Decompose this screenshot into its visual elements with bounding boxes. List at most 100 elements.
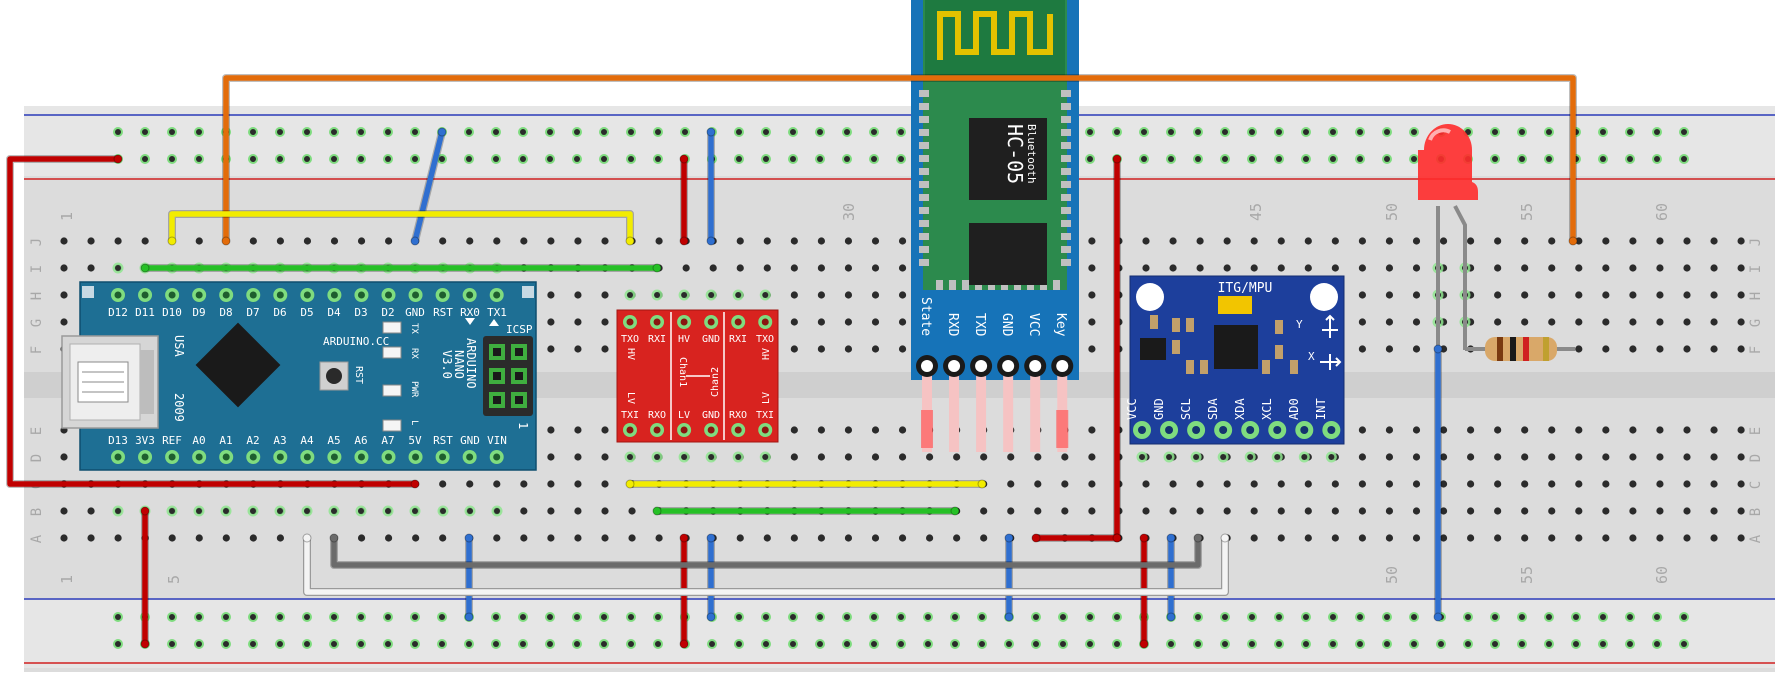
usa-label: USA xyxy=(172,335,186,357)
rail-hole xyxy=(574,641,580,647)
ls-label-top: RXI xyxy=(729,334,747,345)
col-number-bottom: 5 xyxy=(165,575,183,584)
breadboard-hole xyxy=(817,453,826,461)
rail-hole xyxy=(358,156,364,162)
rail-hole xyxy=(115,614,121,620)
breadboard-hole xyxy=(1412,345,1421,353)
mpu-ic xyxy=(1140,338,1166,360)
rail-hole xyxy=(790,156,796,162)
rail-hole xyxy=(1276,129,1282,135)
white-wire-end xyxy=(302,533,312,543)
breadboard-hole xyxy=(1385,318,1394,326)
breadboard-hole xyxy=(357,237,366,245)
row-letter-right: I xyxy=(1748,265,1764,273)
rail-hole xyxy=(1330,156,1336,162)
rail-hole xyxy=(601,641,607,647)
breadboard-hole xyxy=(1548,426,1556,434)
rail-hole xyxy=(655,129,661,135)
mount-hole xyxy=(522,286,534,298)
green-wire-end xyxy=(652,263,662,273)
breadboard-hole xyxy=(1412,237,1421,245)
breadboard-hole xyxy=(844,264,853,272)
connected-hole-center xyxy=(627,292,633,298)
row-letter-left: F xyxy=(29,346,45,354)
bt-pin-head-hole xyxy=(1056,360,1069,372)
arduino-nano: D12 D11 D10 D9 D8 D7 D6 D5 D4 D3 D2 GND … xyxy=(61,281,537,471)
arrow-up-icon xyxy=(489,319,499,326)
rail-hole xyxy=(250,614,256,620)
breadboard-hole xyxy=(1223,507,1231,515)
bt-pin-label: TXD xyxy=(972,313,987,337)
ls-pin-hole xyxy=(707,318,715,326)
pin-label-top: D7 xyxy=(246,306,259,319)
rail-hole xyxy=(952,614,958,620)
pin-label-top: D3 xyxy=(354,306,367,319)
rail-hole xyxy=(1492,641,1498,647)
connected-hole-center xyxy=(223,508,229,514)
breadboard-hole xyxy=(1602,264,1610,272)
rail-hole xyxy=(1654,641,1660,647)
rail-hole xyxy=(655,156,661,162)
pin-label-bottom: RST xyxy=(433,434,453,447)
connected-hole-center xyxy=(1220,454,1227,460)
icsp-pin-hole xyxy=(493,348,501,356)
breadboard-hole xyxy=(790,291,798,299)
axis-x-label: X xyxy=(1308,350,1315,363)
connected-hole-center xyxy=(250,508,256,514)
breadboard-hole xyxy=(871,318,880,326)
col-number-bottom: 55 xyxy=(1518,566,1536,584)
breadboard-hole xyxy=(736,264,744,272)
breadboard-hole xyxy=(1521,318,1529,326)
breadboard-hole xyxy=(222,534,230,542)
breadboard-hole xyxy=(520,237,528,245)
rail-hole xyxy=(1114,129,1120,135)
breadboard-hole xyxy=(1683,345,1691,353)
rail-hole xyxy=(1600,156,1606,162)
breadboard-hole xyxy=(493,237,501,245)
rail-hole xyxy=(844,156,850,162)
breadboard-hole xyxy=(1385,237,1394,245)
breadboard-hole xyxy=(141,237,149,245)
breadboard-hole xyxy=(1250,534,1258,542)
breadboard-hole xyxy=(1710,534,1718,542)
breadboard-hole xyxy=(1304,507,1312,515)
pin-label-bottom: 3V3 xyxy=(135,434,155,447)
rail-hole xyxy=(1519,614,1525,620)
breadboard-hole xyxy=(1656,507,1664,515)
breadboard-hole xyxy=(1548,534,1556,542)
mount-hole xyxy=(1136,283,1164,311)
breadboard-hole xyxy=(87,264,95,272)
yellow-wire xyxy=(167,210,635,246)
rail-hole xyxy=(1303,641,1309,647)
header-pin-hole xyxy=(493,453,501,461)
breadboard-hole xyxy=(1412,291,1421,299)
mpu-pin-label: GND xyxy=(1152,398,1166,420)
blue-wire-end xyxy=(706,236,716,246)
pin-label-bottom: A7 xyxy=(381,434,394,447)
rail-hole xyxy=(1654,129,1660,135)
pin-label-top: RST xyxy=(433,306,453,319)
rail-hole xyxy=(439,614,445,620)
rail-hole xyxy=(1384,129,1390,135)
rail-hole xyxy=(196,156,202,162)
header-pin-hole xyxy=(114,291,122,299)
rail-hole xyxy=(1411,156,1417,162)
pin-label-top: D2 xyxy=(381,306,394,319)
rail-hole xyxy=(979,641,985,647)
breadboard-hole xyxy=(1575,264,1583,272)
smd-component xyxy=(1172,340,1180,354)
breadboard-hole xyxy=(871,426,880,434)
rail-hole xyxy=(142,129,148,135)
tx-led xyxy=(382,321,402,334)
rail-hole xyxy=(1276,156,1282,162)
breadboard-hole xyxy=(601,534,609,542)
breadboard-hole xyxy=(953,453,961,461)
reset-button-cap[interactable] xyxy=(326,368,342,384)
rail-hole xyxy=(412,129,418,135)
breadboard-hole xyxy=(1737,480,1745,488)
red-wire xyxy=(1031,533,1122,543)
smd-component xyxy=(1290,360,1298,374)
breadboard-hole xyxy=(953,534,961,542)
lv-label-right: LV xyxy=(761,392,772,404)
blue-wire xyxy=(706,533,716,622)
